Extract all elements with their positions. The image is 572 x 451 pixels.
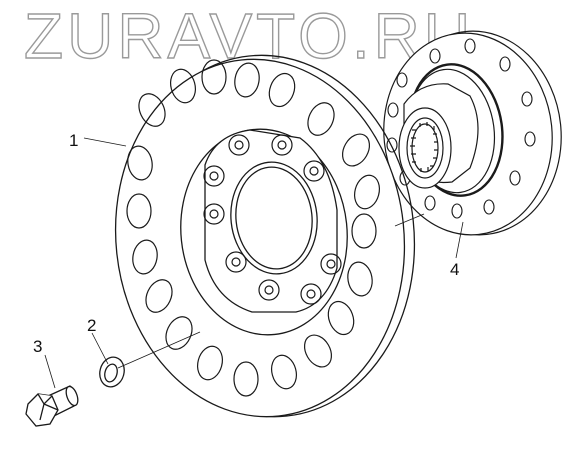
- leader-3: [44, 354, 56, 389]
- callout-1: 1: [69, 131, 78, 150]
- assembly-axis-line-upper: [394, 213, 425, 227]
- flange-bolt-holes: [386, 38, 536, 219]
- leader-1: [83, 137, 127, 147]
- callout-4: 4: [450, 260, 459, 279]
- washer-part-2: [99, 356, 125, 388]
- hub-bolt-circle: [203, 129, 342, 313]
- callout-2: 2: [87, 316, 96, 335]
- leader-lines: [44, 137, 464, 389]
- bolt-part-3: [25, 385, 79, 427]
- disc-holes: [126, 59, 380, 397]
- damper-disc-part-1: [114, 54, 416, 418]
- assembly-axis-line: [117, 331, 201, 369]
- leader-2: [91, 332, 109, 365]
- spline-bore: [406, 117, 444, 179]
- callout-3: 3: [33, 337, 42, 356]
- leader-4: [455, 221, 464, 259]
- flange-part-4: [383, 30, 562, 236]
- hub-bolts: [203, 134, 342, 305]
